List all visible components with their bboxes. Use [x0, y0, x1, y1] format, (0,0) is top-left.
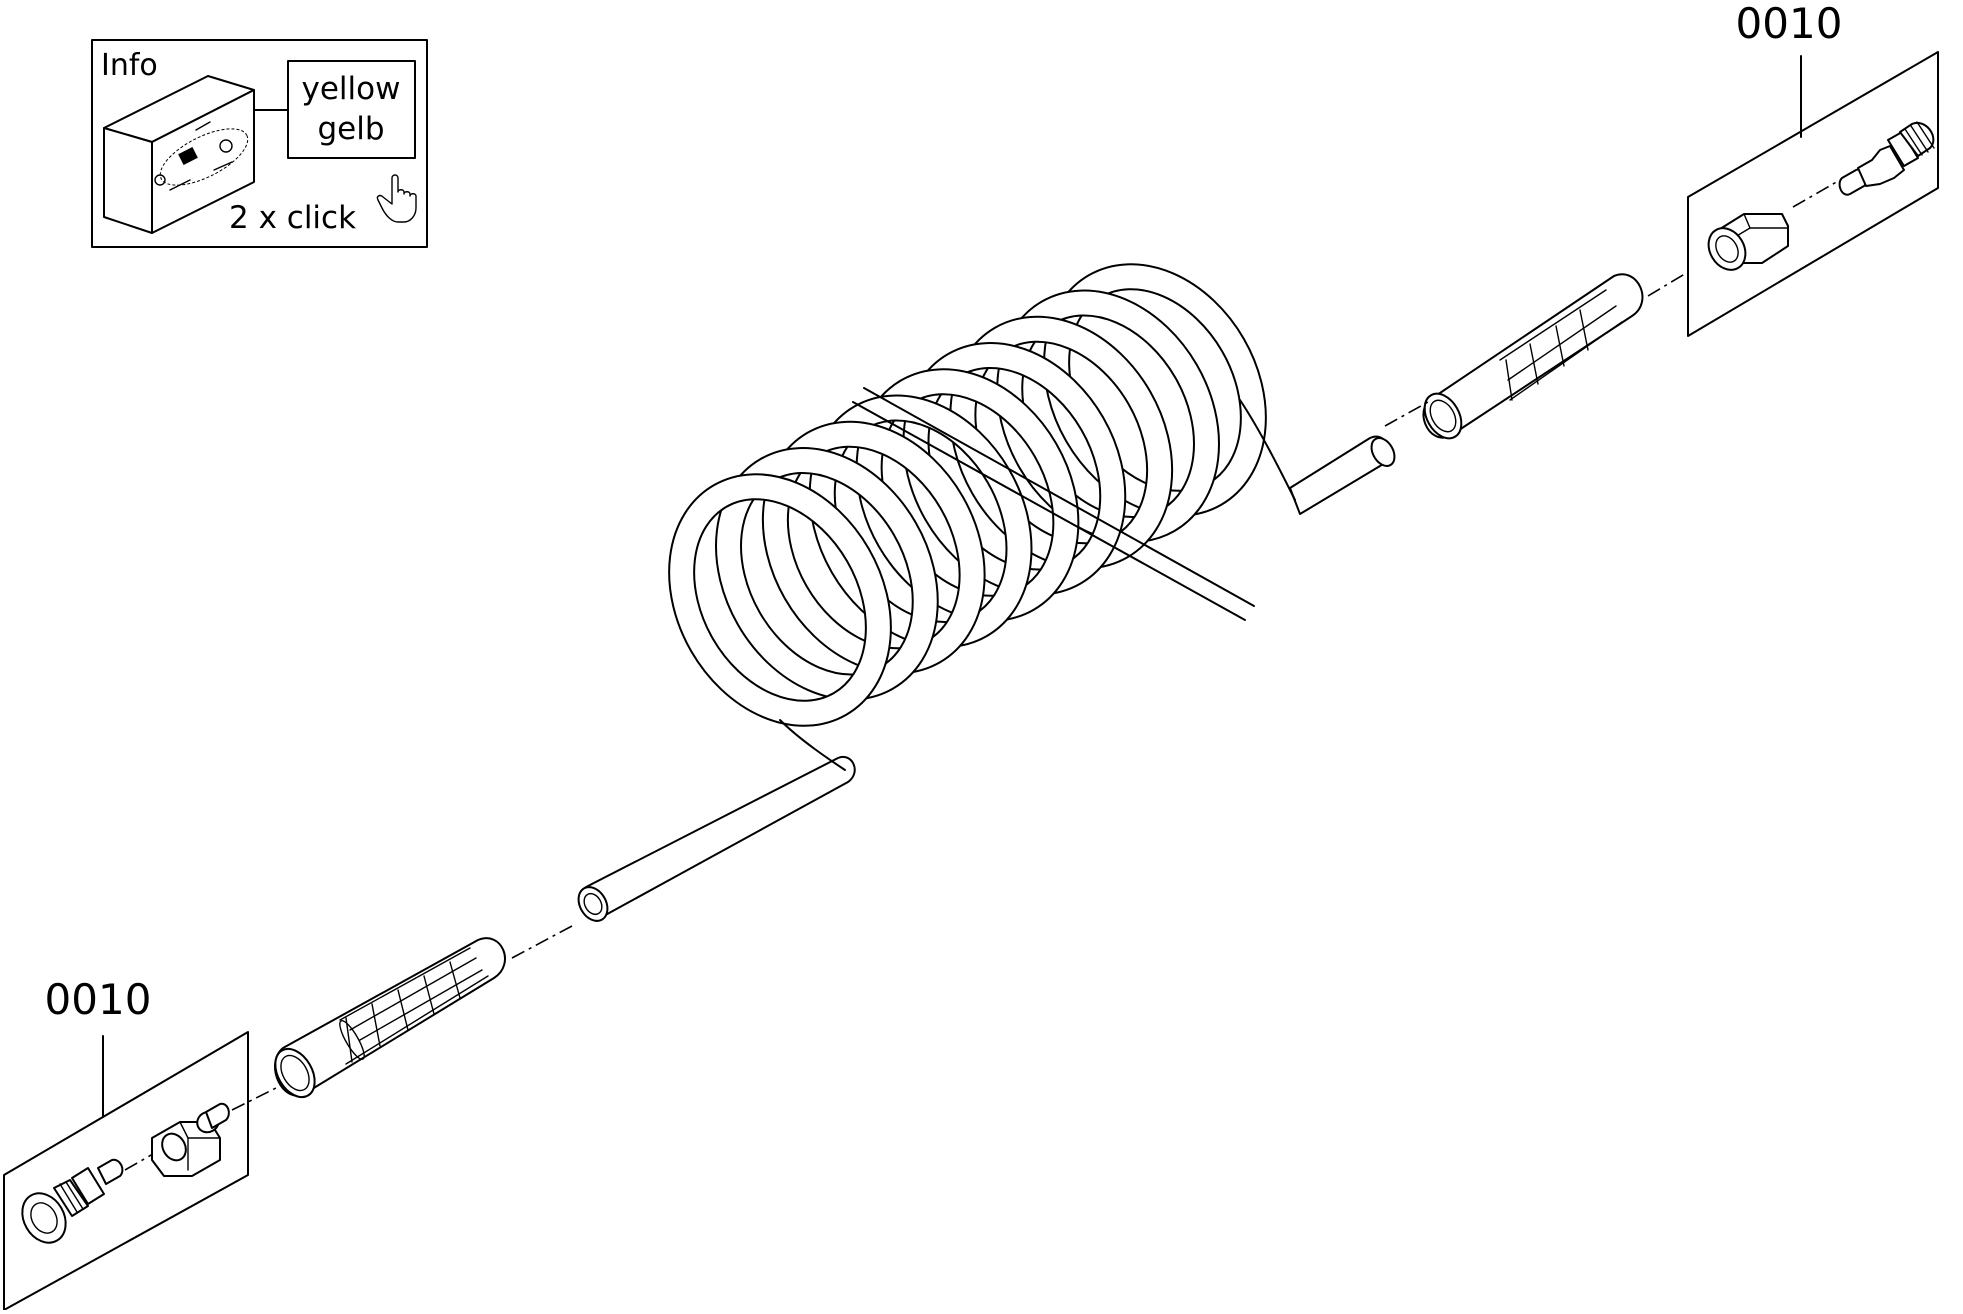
connector-nut-top[interactable] — [1701, 213, 1789, 277]
pointing-hand-icon — [376, 174, 417, 223]
hose-nipple-top[interactable] — [1838, 121, 1935, 196]
protection-sleeve-top[interactable] — [1417, 273, 1644, 445]
info-box[interactable]: Info yellow gelb 2 x click — [91, 39, 428, 248]
coil-loop-fill — [951, 317, 1172, 568]
coiled-hose[interactable] — [573, 241, 1399, 926]
callout-label-bottom: 0010 — [45, 975, 152, 1024]
callout-label-top: 0010 — [1736, 0, 1843, 48]
hose-nipple-bottom[interactable] — [14, 1158, 124, 1251]
coil-lead-lower — [779, 719, 846, 771]
coil-loops — [668, 263, 1296, 771]
callout-0010-top[interactable]: 0010 — [1687, 0, 1939, 337]
coil-loop-fill — [1045, 265, 1265, 515]
catalogue-thumbnail-icon[interactable] — [103, 75, 256, 234]
double-click-hint: 2 x click — [229, 200, 356, 236]
coil-loop-fill — [670, 475, 890, 725]
callout-0010-bottom[interactable]: 0010 — [3, 975, 249, 1311]
coil-loop-fill — [810, 396, 1031, 646]
coil-loop-fill — [717, 449, 937, 699]
connector-nut-bottom[interactable] — [151, 1102, 230, 1177]
coil-loop-fill — [763, 422, 984, 673]
coil-lead-upper — [1239, 399, 1296, 501]
coil-loop-fill — [857, 370, 1078, 620]
info-title: Info — [101, 48, 158, 83]
color-tag-german: gelb — [317, 111, 384, 147]
coil-loop-fill — [904, 344, 1125, 594]
protection-sleeve-bottom[interactable] — [267, 937, 506, 1104]
coil-loop-fill — [998, 291, 1218, 541]
color-tag: yellow gelb — [287, 60, 416, 159]
color-tag-english: yellow — [302, 71, 401, 107]
